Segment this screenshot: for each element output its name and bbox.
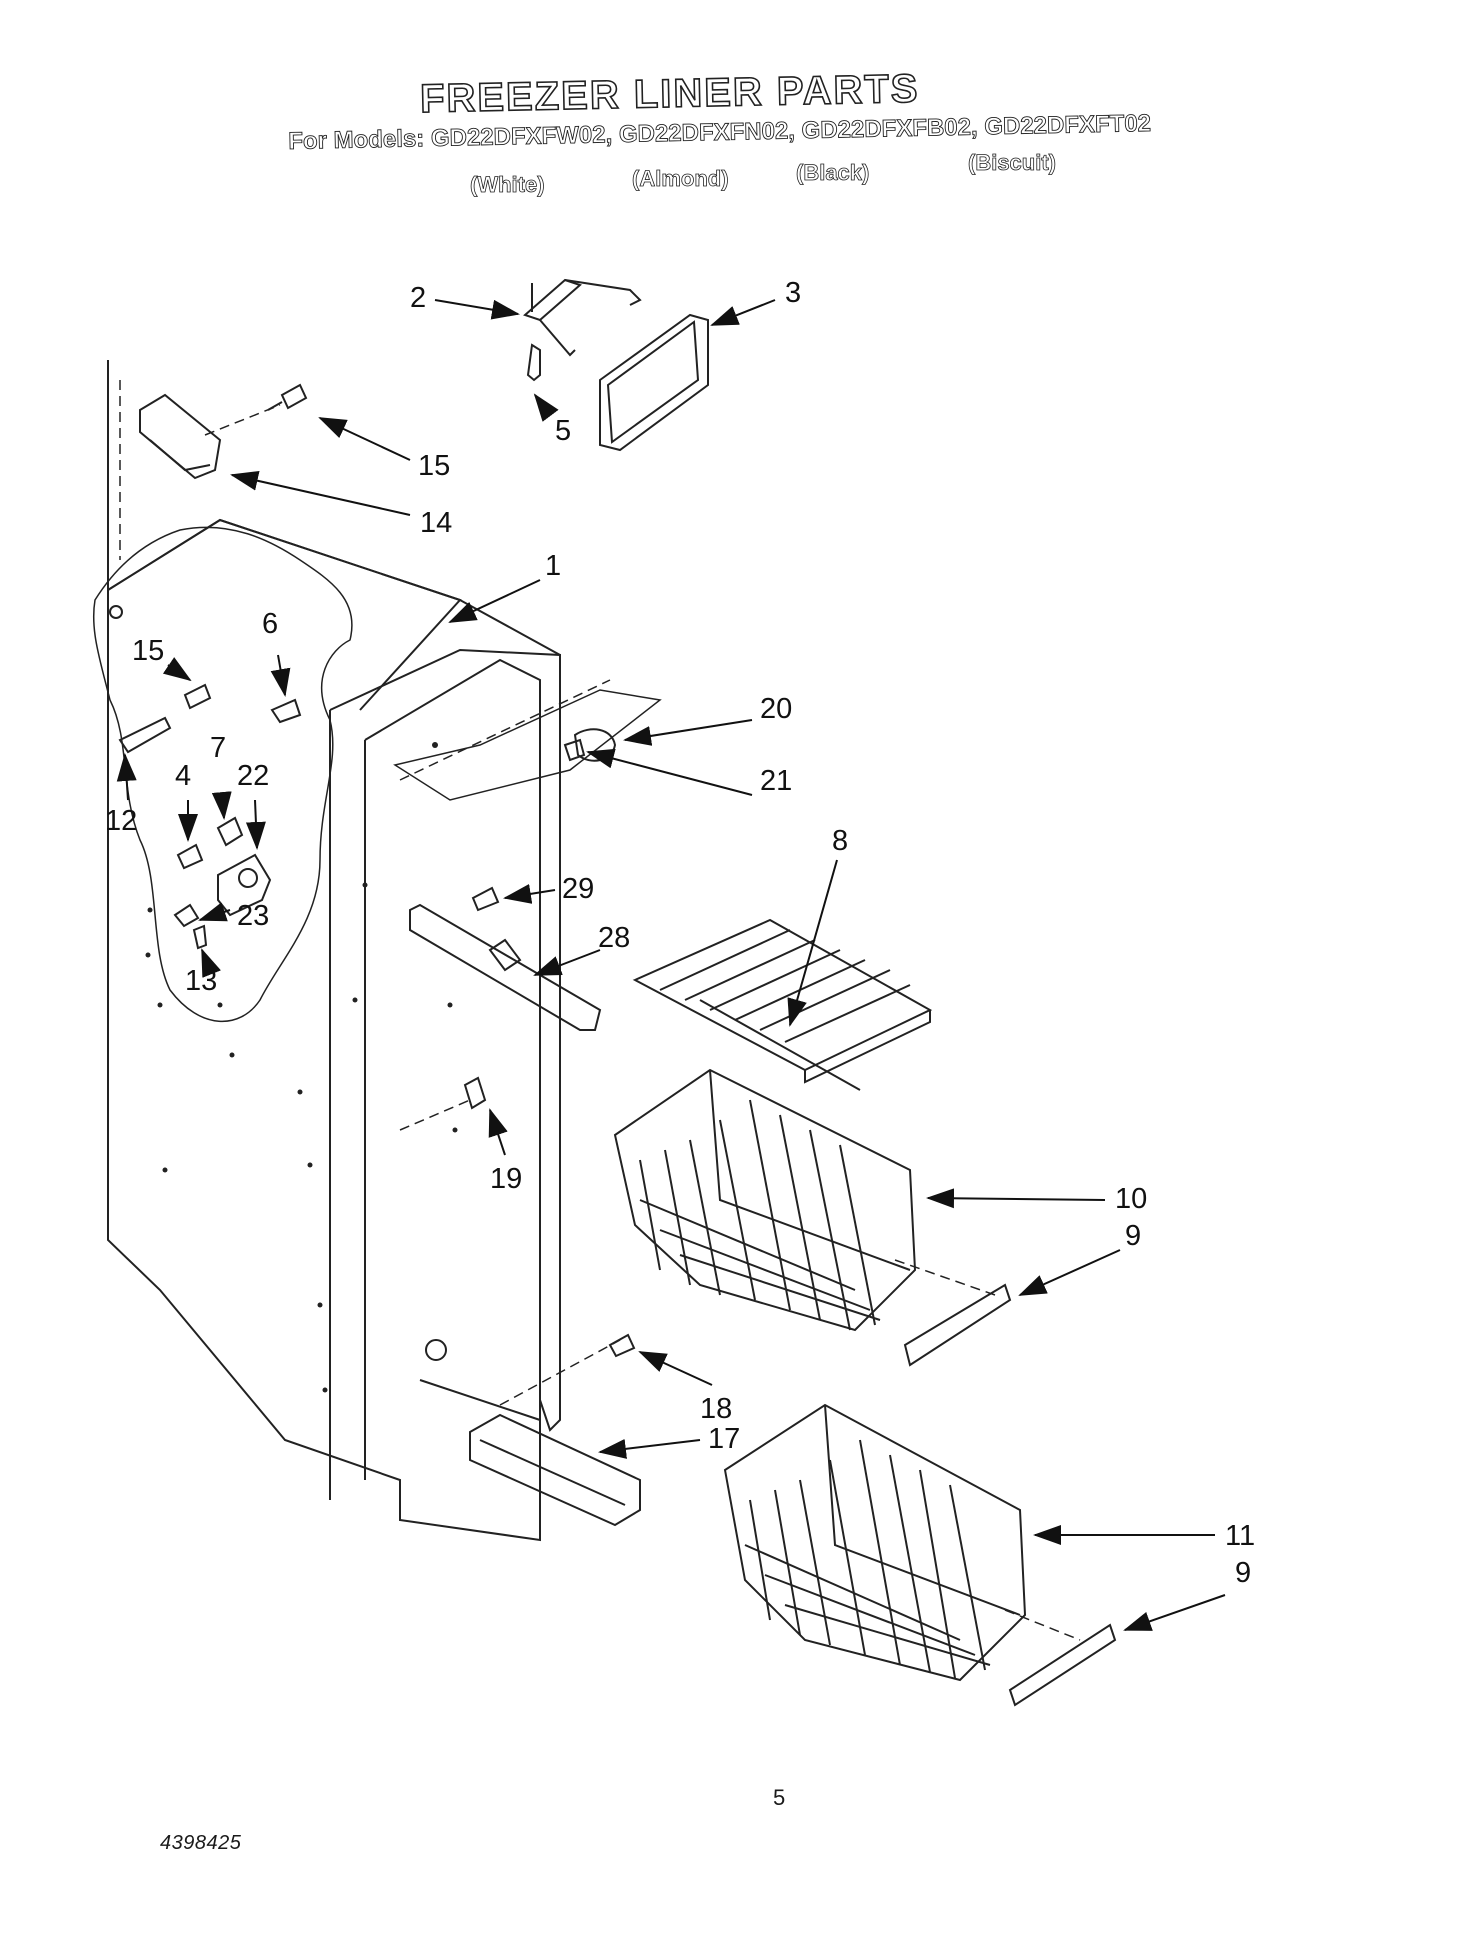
bracket-part-14 — [139, 393, 222, 480]
callout-15: 15 — [418, 450, 450, 482]
callout-6: 6 — [262, 608, 278, 640]
bracket-part-2 — [523, 278, 642, 357]
plate-part-9b — [1008, 1623, 1117, 1707]
plate-part-12 — [118, 716, 172, 754]
arrow-3 — [710, 299, 776, 326]
clip-part-6 — [270, 698, 302, 724]
callout-17: 17 — [708, 1423, 740, 1455]
plug-part-21 — [563, 738, 586, 762]
basket-part-10 — [613, 1068, 917, 1332]
arrow-7 — [211, 791, 232, 820]
arrow-12 — [116, 753, 137, 801]
arrow-6 — [270, 654, 291, 697]
callout-12: 12 — [105, 805, 137, 837]
screw-part-23 — [173, 903, 200, 928]
screw-part-18 — [608, 1333, 636, 1358]
arrow-29 — [503, 884, 556, 904]
callout-13: 13 — [185, 965, 217, 997]
trim-part-17 — [469, 1413, 641, 1527]
arrow-5 — [533, 393, 559, 422]
header: FREEZER LINER PARTS For Models: GD22DFXF… — [0, 0, 1468, 220]
callout-labels: 2 3 5 15 14 1 6 15 20 21 7 4 22 12 23 13… — [105, 277, 1255, 1589]
arrow-14 — [230, 470, 411, 516]
callout-15: 15 — [132, 635, 164, 667]
page-number: 5 — [773, 1785, 786, 1810]
callout-5: 5 — [555, 415, 571, 447]
pin-part-13 — [192, 924, 208, 950]
arrow-13 — [201, 948, 221, 978]
screw-part-15b — [183, 683, 212, 710]
callout-7: 7 — [210, 732, 226, 764]
arrow-19 — [488, 1108, 508, 1156]
clip-part-7 — [216, 816, 244, 847]
callout-20: 20 — [760, 693, 792, 725]
callout-9: 9 — [1235, 1557, 1251, 1589]
callout-14: 14 — [420, 507, 452, 539]
screw-part-29 — [471, 886, 500, 912]
arrow-22 — [245, 799, 266, 850]
arrow-9b — [1123, 1594, 1226, 1631]
bracket-part-19 — [463, 1076, 487, 1110]
screw-part-4 — [176, 843, 204, 870]
callout-29: 29 — [562, 873, 594, 905]
model-color-label: (Almond) — [632, 166, 729, 192]
arrow-28 — [533, 949, 601, 976]
arrow-9a — [1018, 1249, 1121, 1296]
arrow-2 — [434, 299, 520, 320]
arrow-15b — [162, 657, 192, 682]
arrow-18 — [638, 1351, 713, 1386]
arrow-8 — [787, 859, 838, 1027]
callout-1: 1 — [545, 550, 561, 582]
callout-19: 19 — [490, 1163, 522, 1195]
arrow-10 — [926, 1188, 1106, 1209]
fitting-part-20 — [573, 728, 617, 762]
callout-8: 8 — [832, 825, 848, 857]
arrow-20 — [623, 719, 753, 746]
callout-11: 11 — [1225, 1520, 1255, 1552]
plate-part-9a — [903, 1283, 1012, 1367]
arrow-1 — [448, 579, 541, 623]
callout-18: 18 — [700, 1393, 732, 1425]
arrow-23 — [198, 902, 231, 922]
arrow-15a — [318, 417, 411, 461]
arrow-17 — [598, 1438, 701, 1459]
screw-part-5 — [526, 343, 541, 382]
callout-3: 3 — [785, 277, 801, 309]
model-color-label: (White) — [470, 172, 545, 198]
arrow-21 — [586, 748, 753, 796]
callout-28: 28 — [598, 922, 630, 954]
callout-22: 22 — [237, 760, 269, 792]
shelf-part-8 — [632, 918, 933, 1091]
rail-part-28 — [409, 903, 602, 1031]
callout-2: 2 — [410, 282, 426, 314]
document-number: 4398425 — [160, 1832, 242, 1854]
model-color-label: (Black) — [796, 160, 870, 186]
freezer-liner — [92, 360, 561, 1542]
callout-21: 21 — [760, 765, 792, 797]
model-color-label: (Biscuit) — [968, 150, 1057, 176]
callout-23: 23 — [237, 900, 269, 932]
callout-4: 4 — [175, 760, 191, 792]
housing-part-22 — [217, 853, 272, 917]
cover-part-3 — [599, 313, 709, 452]
callout-10: 10 — [1115, 1183, 1147, 1215]
callout-9: 9 — [1125, 1220, 1141, 1252]
basket-part-11 — [723, 1403, 1027, 1682]
screw-part-15 — [267, 383, 308, 411]
